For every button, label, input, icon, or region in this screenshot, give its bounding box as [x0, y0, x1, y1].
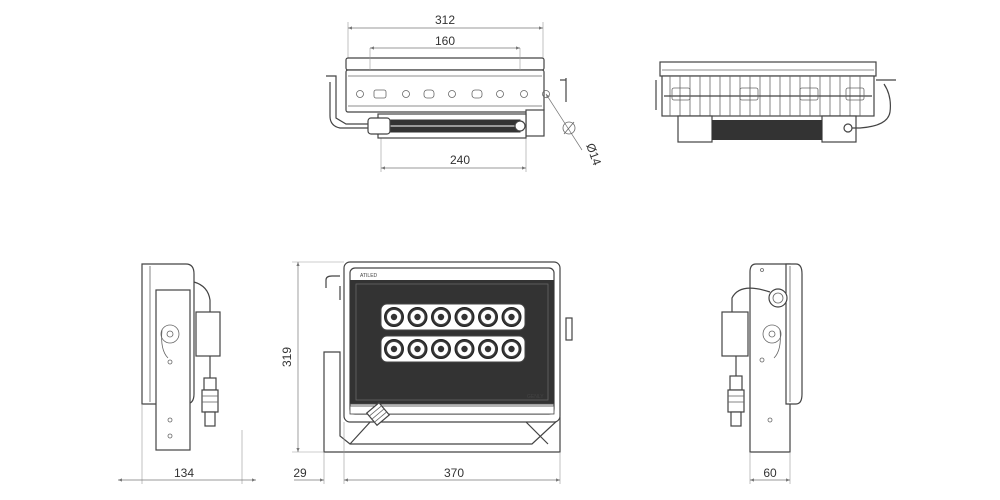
right-side-view: 60	[721, 263, 803, 484]
led-chip	[508, 345, 515, 353]
led-chip	[437, 313, 445, 321]
brand-logo-top: ATILED	[360, 273, 378, 279]
led-chip	[414, 313, 421, 321]
dim-right-depth: 60	[763, 466, 777, 480]
dim-hole-diameter: Ø14	[583, 141, 604, 167]
dim-front-width: 370	[444, 466, 464, 480]
dim-front-height: 319	[280, 347, 294, 367]
dim-top-width: 312	[435, 13, 455, 27]
led-chip	[484, 313, 492, 321]
led-chip	[484, 345, 492, 353]
led-chip	[508, 313, 515, 321]
led-chip	[461, 345, 468, 353]
led-chip	[390, 313, 398, 321]
cable-gland	[365, 401, 391, 427]
left-side-view: 134	[118, 263, 256, 484]
dim-front-depth: 29	[293, 466, 307, 480]
led-array	[380, 303, 526, 363]
back-view	[655, 61, 896, 143]
top-view: 312 160 240 Ø14	[326, 13, 604, 172]
led-chip	[461, 313, 468, 321]
dim-top-center: 160	[435, 34, 455, 48]
led-chip	[437, 345, 445, 353]
dim-left-depth: 134	[174, 466, 194, 480]
led-chip	[390, 345, 398, 353]
front-view: ATILED GENLY 319 29 370	[280, 261, 573, 484]
led-chip	[414, 345, 421, 353]
dim-top-base: 240	[450, 153, 470, 167]
brand-logo-bottom: GENLY	[527, 394, 544, 400]
